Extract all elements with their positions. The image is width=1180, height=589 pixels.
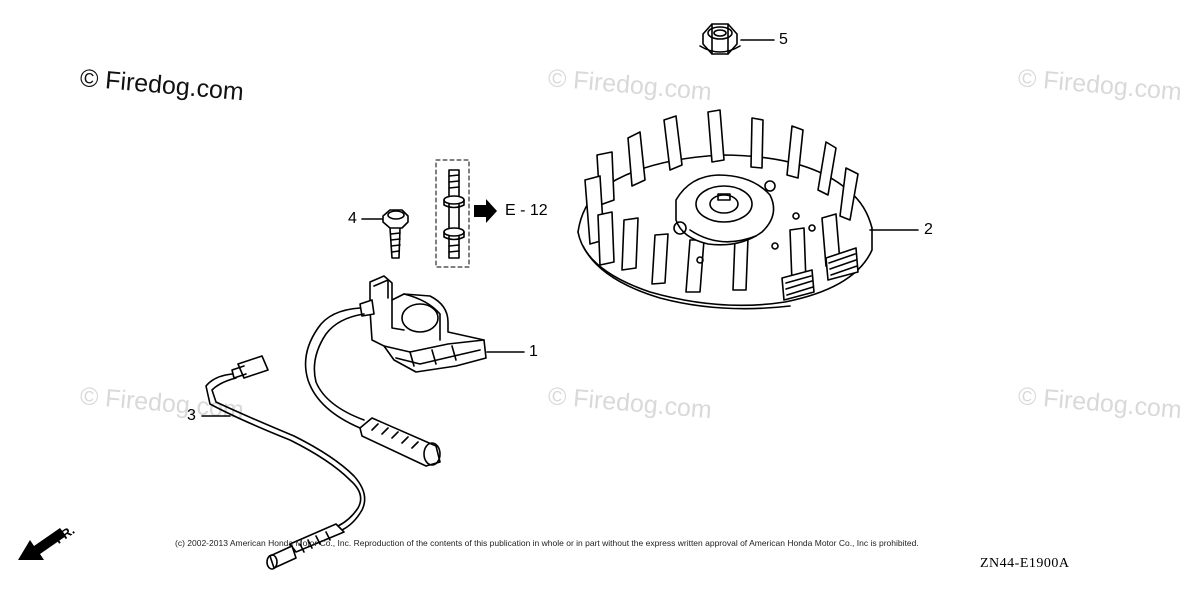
stud-assembly-drawing [435, 159, 470, 268]
arrow-right-icon [474, 199, 497, 223]
callout-ignition-coil[interactable]: 1 [529, 343, 538, 360]
callout-coil-bolt[interactable]: 4 [348, 210, 357, 227]
stop-switch-wire-drawing[interactable] [205, 355, 366, 570]
flange-nut-drawing[interactable] [699, 23, 741, 55]
coil-bolt-drawing[interactable] [382, 209, 409, 259]
ignition-coil-drawing[interactable] [304, 275, 487, 467]
flywheel-drawing[interactable] [577, 109, 873, 310]
reference-label[interactable]: E - 12 [505, 202, 548, 219]
callout-flywheel[interactable]: 2 [924, 221, 933, 238]
arrow-down-left-icon [18, 528, 66, 560]
copyright-notice: (c) 2002-2013 American Honda Motor Co., … [175, 538, 919, 548]
callout-stop-switch-wire[interactable]: 3 [187, 407, 196, 424]
callout-flange-nut[interactable]: 5 [779, 31, 788, 48]
drawing-id: ZN44-E1900A [980, 556, 1070, 571]
